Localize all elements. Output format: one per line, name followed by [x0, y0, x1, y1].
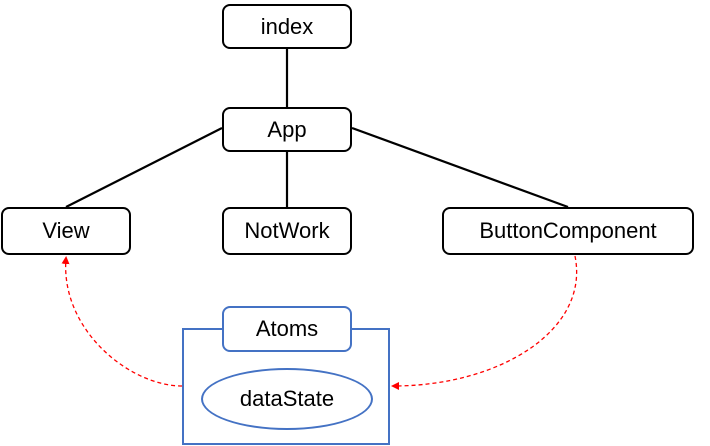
node-data-state: dataState — [201, 368, 373, 430]
edge-app-view — [65, 127, 223, 208]
node-data-state-label: dataState — [239, 386, 335, 411]
node-app: App — [222, 107, 352, 152]
node-index: index — [222, 4, 352, 49]
edge-buttoncomponent-to-atoms — [391, 255, 578, 390]
node-atoms: Atoms — [222, 306, 352, 352]
node-notwork-label: NotWork — [244, 218, 330, 243]
node-button-component: ButtonComponent — [442, 207, 694, 255]
node-index-label: index — [260, 13, 314, 39]
node-atoms-label: Atoms — [255, 316, 319, 341]
node-view-label: View — [42, 218, 90, 243]
node-notwork: NotWork — [222, 207, 352, 255]
node-app-label: App — [267, 116, 307, 142]
edge-atoms-to-view — [61, 256, 183, 387]
node-button-component-label: ButtonComponent — [479, 218, 657, 243]
node-view: View — [1, 207, 131, 255]
edge-app-buttoncomponent — [351, 126, 569, 209]
